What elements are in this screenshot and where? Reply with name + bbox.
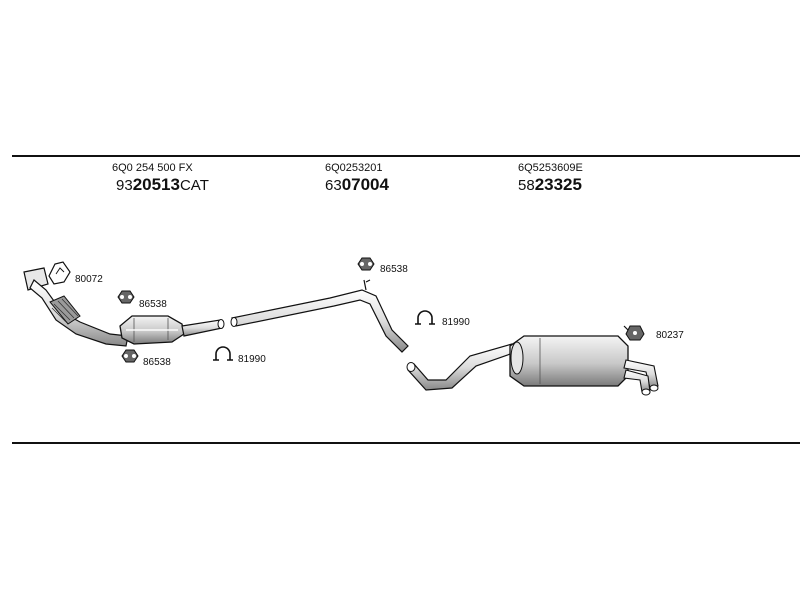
callout-label: 86538 xyxy=(380,264,408,275)
callout-label: 81990 xyxy=(238,354,266,365)
front-pipe-catalyst xyxy=(23,267,225,347)
oem-number: 6Q0 254 500 FX xyxy=(112,162,193,174)
callout-label: 80237 xyxy=(656,330,684,341)
part-number: 6307004 xyxy=(325,175,389,194)
rubber-hanger-icon xyxy=(357,257,375,271)
section-rear-silencer: 6Q5253609E 5823325 xyxy=(518,162,583,195)
u-bolt-clamp-icon xyxy=(415,310,435,325)
callout-label: 86538 xyxy=(139,299,167,310)
bottom-rule xyxy=(12,442,800,444)
callout-label: 86538 xyxy=(143,357,171,368)
rear-silencer xyxy=(406,335,659,396)
callout-label: 81990 xyxy=(442,317,470,328)
part-number: 9320513CAT xyxy=(116,175,209,194)
top-rule xyxy=(12,155,800,157)
middle-pipe xyxy=(230,279,409,353)
u-bolt-clamp-icon xyxy=(213,346,233,361)
rubber-hanger-icon xyxy=(121,349,139,363)
bracket-icon xyxy=(623,325,645,341)
rubber-hanger-icon xyxy=(117,290,135,304)
oem-number: 6Q0253201 xyxy=(325,162,383,174)
section-front-catalyst: 6Q0 254 500 FX 9320513CAT xyxy=(112,162,209,195)
ring-clamp-icon xyxy=(48,261,71,285)
oem-number: 6Q5253609E xyxy=(518,162,583,174)
section-middle-pipe: 6Q0253201 6307004 xyxy=(325,162,389,195)
part-number: 5823325 xyxy=(518,175,582,194)
callout-label: 80072 xyxy=(75,274,103,285)
